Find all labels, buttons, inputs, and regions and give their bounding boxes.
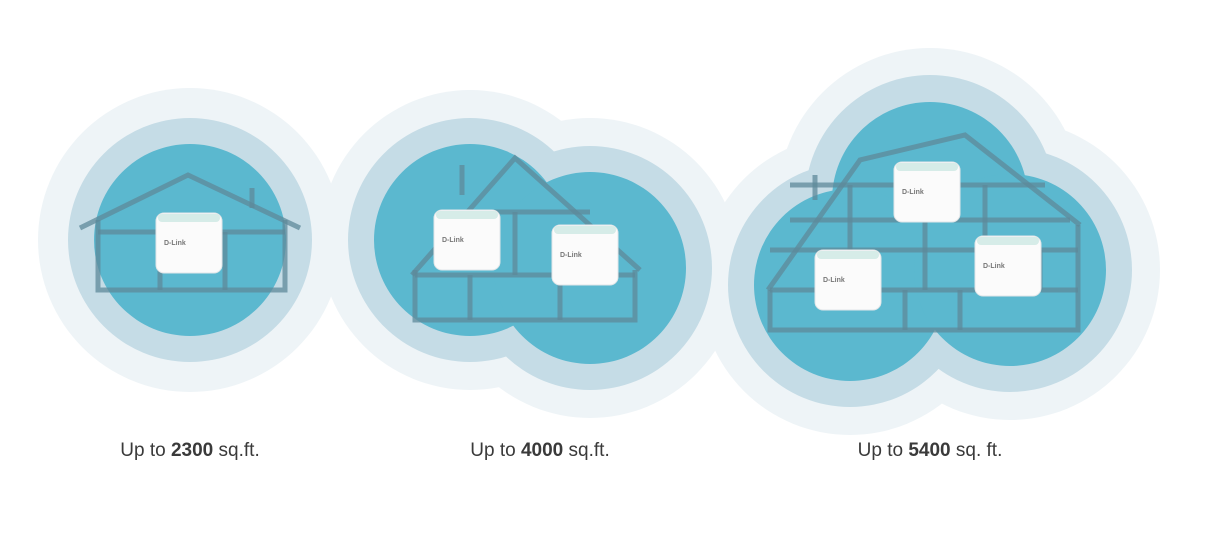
coverage-caption-2: Up to 4000 sq.ft. [470, 440, 610, 461]
svg-text:D-Link: D-Link [164, 240, 186, 247]
mesh-router-icon: D-Link [433, 209, 501, 271]
svg-text:D-Link: D-Link [442, 237, 464, 244]
mesh-router-icon: D-Link [893, 161, 961, 223]
mesh-router-icon: D-Link [551, 224, 619, 286]
mesh-router-icon: D-Link [814, 249, 882, 311]
coverage-caption-3: Up to 5400 sq. ft. [857, 440, 1003, 461]
svg-text:D-Link: D-Link [560, 252, 582, 259]
routers: D-Link D-Link D-Link D-Link D-Link D-Lin… [155, 161, 1042, 311]
mesh-router-icon: D-Link [974, 235, 1042, 297]
svg-text:D-Link: D-Link [902, 189, 924, 196]
svg-text:D-Link: D-Link [983, 263, 1005, 270]
mesh-router-icon: D-Link [155, 212, 223, 274]
coverage-caption-1: Up to 2300 sq.ft. [120, 440, 260, 461]
svg-text:D-Link: D-Link [823, 277, 845, 284]
